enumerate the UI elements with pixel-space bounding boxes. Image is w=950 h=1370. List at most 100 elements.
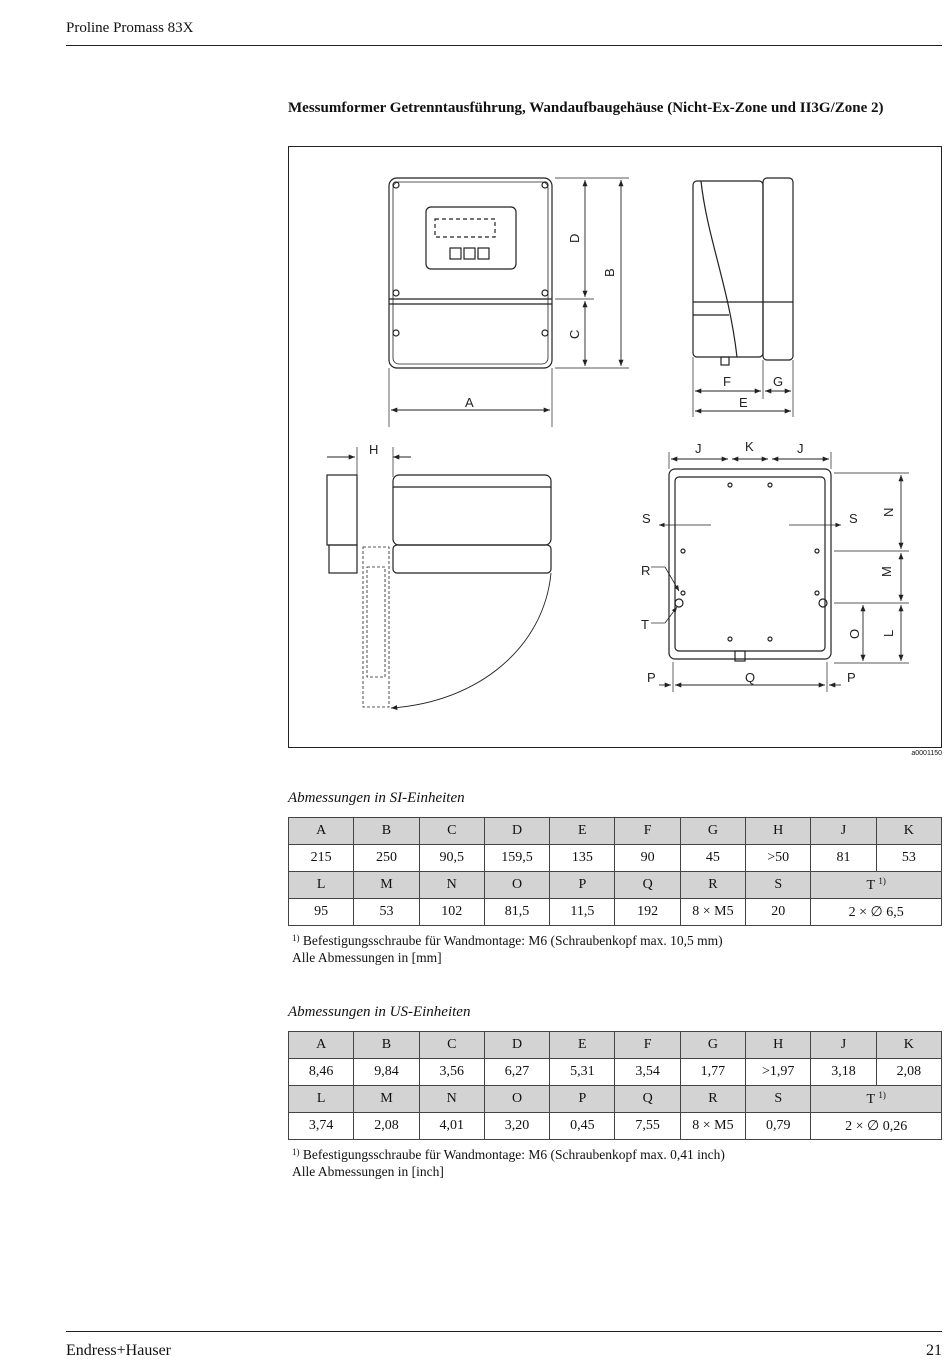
table-cell: F — [614, 1031, 681, 1059]
label-P-right: P — [847, 670, 856, 685]
table-cell: 215 — [287, 844, 355, 872]
label-S-left: S — [642, 511, 651, 526]
footnote-mark: 1) — [292, 933, 300, 943]
section-title: Messumformer Getrenntausführung, Wandauf… — [288, 100, 884, 116]
table-cell: Q — [614, 871, 681, 899]
table-cell: O — [483, 1085, 551, 1113]
table-cell: 2 × ∅ 0,26 — [810, 1112, 942, 1140]
label-M: M — [879, 566, 894, 577]
table-cell: A — [287, 817, 355, 845]
table-cell: 2,08 — [353, 1112, 420, 1140]
table-cell: 3,18 — [810, 1058, 877, 1086]
table-cell: O — [483, 871, 551, 899]
table-cell: D — [483, 1031, 551, 1059]
footnote-text: Befestigungsschraube für Wandmontage: M6… — [302, 933, 723, 948]
label-O: O — [847, 629, 862, 639]
label-K: K — [745, 439, 754, 454]
table-cell: 53 — [353, 898, 420, 926]
label-E: E — [739, 395, 748, 410]
table-cell: 102 — [418, 898, 485, 926]
top-view — [326, 447, 552, 711]
table-cell: P — [549, 871, 616, 899]
si-table: A B C D E F G H J K 215 250 90,5 159,5 1… — [287, 817, 943, 926]
table-cell: 135 — [549, 844, 616, 872]
label-B: B — [602, 268, 617, 277]
table-cell: 192 — [614, 898, 681, 926]
table-cell: G — [679, 817, 747, 845]
table-cell-label: T — [866, 878, 875, 893]
table-cell: B — [353, 817, 420, 845]
table-cell: 81,5 — [483, 898, 551, 926]
label-Q: Q — [745, 670, 755, 685]
page-number: 21 — [926, 1342, 942, 1359]
table-cell: B — [353, 1031, 420, 1059]
table-cell: H — [745, 817, 812, 845]
page-header-title: Proline Promass 83X — [66, 20, 194, 36]
table-cell: 250 — [353, 844, 420, 872]
table-cell-t: T 1) — [810, 1085, 942, 1113]
table-cell: 3,20 — [483, 1112, 551, 1140]
table-cell: 90 — [614, 844, 681, 872]
units-note: Alle Abmessungen in [inch] — [292, 1164, 444, 1179]
label-G: G — [773, 374, 783, 389]
table-cell: Q — [614, 1085, 681, 1113]
table-cell: 6,27 — [483, 1058, 551, 1086]
us-footnote: 1) Befestigungsschraube für Wandmontage:… — [292, 1144, 725, 1180]
table-cell: N — [418, 871, 485, 899]
table-cell: E — [549, 817, 616, 845]
label-J-left: J — [695, 441, 702, 456]
front-view — [388, 177, 629, 427]
table-cell: 1,77 — [679, 1058, 747, 1086]
table-cell-label: T — [866, 1092, 875, 1107]
table-cell: A — [287, 1031, 355, 1059]
table-cell: J — [810, 1031, 877, 1059]
dimension-drawing-svg: A B C D E F G H J K J S S N M L O R T P … — [326, 177, 909, 711]
table-cell: J — [810, 817, 877, 845]
footnote-mark: 1) — [878, 876, 886, 886]
header-rule — [66, 45, 942, 46]
table-cell: 53 — [875, 844, 943, 872]
us-table: A B C D E F G H J K 8,46 9,84 3,56 6,27 … — [287, 1031, 943, 1140]
table-cell: L — [287, 1085, 355, 1113]
si-caption: Abmessungen in SI-Einheiten — [288, 790, 465, 806]
table-cell: R — [679, 871, 747, 899]
label-A: A — [465, 395, 474, 410]
table-cell: M — [353, 1085, 420, 1113]
table-cell: 3,54 — [614, 1058, 681, 1086]
table-cell: 90,5 — [418, 844, 485, 872]
table-cell: 2 × ∅ 6,5 — [810, 898, 942, 926]
table-cell: P — [549, 1085, 616, 1113]
footnote-text: Befestigungsschraube für Wandmontage: M6… — [302, 1147, 725, 1162]
table-cell: >1,97 — [745, 1058, 812, 1086]
table-cell: N — [418, 1085, 485, 1113]
table-cell: E — [549, 1031, 616, 1059]
table-cell: 45 — [679, 844, 747, 872]
table-cell: L — [287, 871, 355, 899]
label-H: H — [369, 442, 378, 457]
table-cell: D — [483, 817, 551, 845]
table-cell: 7,55 — [614, 1112, 681, 1140]
label-N: N — [881, 508, 896, 517]
table-cell: >50 — [745, 844, 812, 872]
label-D: D — [567, 234, 582, 243]
table-cell: R — [679, 1085, 747, 1113]
table-cell: 159,5 — [483, 844, 551, 872]
table-cell: K — [875, 817, 943, 845]
table-cell: 3,56 — [418, 1058, 485, 1086]
table-cell: 2,08 — [875, 1058, 943, 1086]
table-cell: 0,45 — [549, 1112, 616, 1140]
label-J-right: J — [797, 441, 804, 456]
label-F: F — [723, 374, 731, 389]
table-cell: 20 — [745, 898, 812, 926]
table-cell: G — [679, 1031, 747, 1059]
side-view — [692, 177, 794, 417]
rear-view — [651, 452, 909, 692]
table-cell: 5,31 — [549, 1058, 616, 1086]
table-cell: 11,5 — [549, 898, 616, 926]
us-caption: Abmessungen in US-Einheiten — [288, 1004, 471, 1020]
table-cell: C — [418, 817, 485, 845]
table-cell: 8 × M5 — [679, 898, 747, 926]
table-cell: 8,46 — [287, 1058, 355, 1086]
table-cell: S — [745, 1085, 812, 1113]
table-cell: 0,79 — [745, 1112, 812, 1140]
